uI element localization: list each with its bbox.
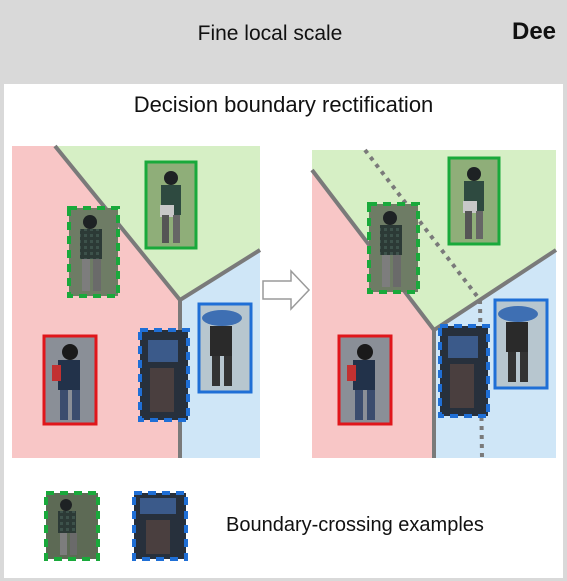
scale-label: Fine local scale <box>197 22 343 45</box>
left-subplot <box>12 144 262 458</box>
left-green-person <box>144 160 198 250</box>
left-blue-dashed-person <box>138 328 190 422</box>
right-blue-dashed-person <box>438 324 490 418</box>
right-subplot <box>310 148 558 459</box>
adjacent-panel-label: Dee <box>512 18 557 45</box>
right-blue-person <box>493 298 549 390</box>
legend-green-dashed-box <box>44 491 100 561</box>
right-green-dashed-person <box>367 202 420 294</box>
legend-caption: Boundary-crossing examples <box>226 514 484 536</box>
arrow-right-icon <box>262 269 311 311</box>
rectified-boundary-line <box>363 148 484 459</box>
right-red-person <box>337 334 393 426</box>
right-green-person <box>447 156 501 246</box>
panel-title: Decision boundary rectification <box>133 92 434 117</box>
header-band <box>0 0 567 84</box>
left-red-person <box>42 334 98 426</box>
legend-blue-dashed-box <box>132 491 188 561</box>
left-green-dashed-person <box>67 206 120 298</box>
legend <box>44 491 188 561</box>
left-blue-person <box>197 302 253 394</box>
